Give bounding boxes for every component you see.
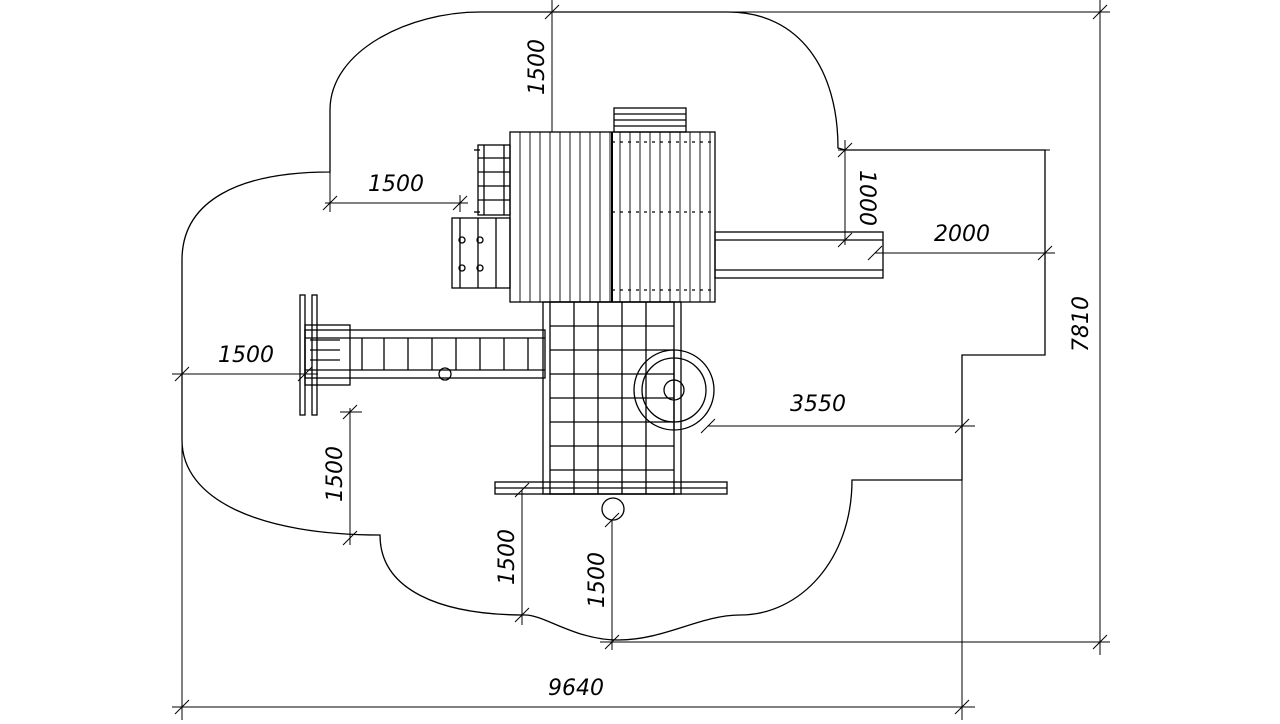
dim-left-lower-offset: 1500 bbox=[323, 446, 348, 502]
left-end-post bbox=[299, 294, 351, 416]
bottom-beam bbox=[494, 481, 728, 521]
dimension-lines bbox=[172, 0, 1110, 720]
steering-wheel bbox=[633, 349, 715, 431]
roof-vent bbox=[613, 107, 687, 133]
dim-right-slide-offset: 1000 bbox=[854, 170, 879, 226]
small-platform bbox=[451, 217, 511, 289]
dim-bottom-offset: 1500 bbox=[585, 552, 610, 608]
dim-left-offset: 1500 bbox=[218, 343, 274, 368]
safety-zone-outline bbox=[181, 11, 1046, 641]
dim-total-width: 9640 bbox=[548, 676, 604, 701]
dim-total-depth: 7810 bbox=[1069, 296, 1094, 352]
left-ladder bbox=[474, 144, 511, 216]
dim-left-upper-offset: 1500 bbox=[368, 172, 424, 197]
dim-slide-length: 2000 bbox=[934, 222, 990, 247]
main-roof bbox=[509, 131, 716, 303]
dim-top-offset: 1500 bbox=[525, 39, 550, 95]
dim-bottom-left-offset: 1500 bbox=[495, 529, 520, 585]
dim-right-offset: 3550 bbox=[790, 392, 846, 417]
climbing-net bbox=[542, 301, 682, 495]
monkey-bars bbox=[304, 329, 546, 381]
right-slide bbox=[714, 231, 884, 279]
